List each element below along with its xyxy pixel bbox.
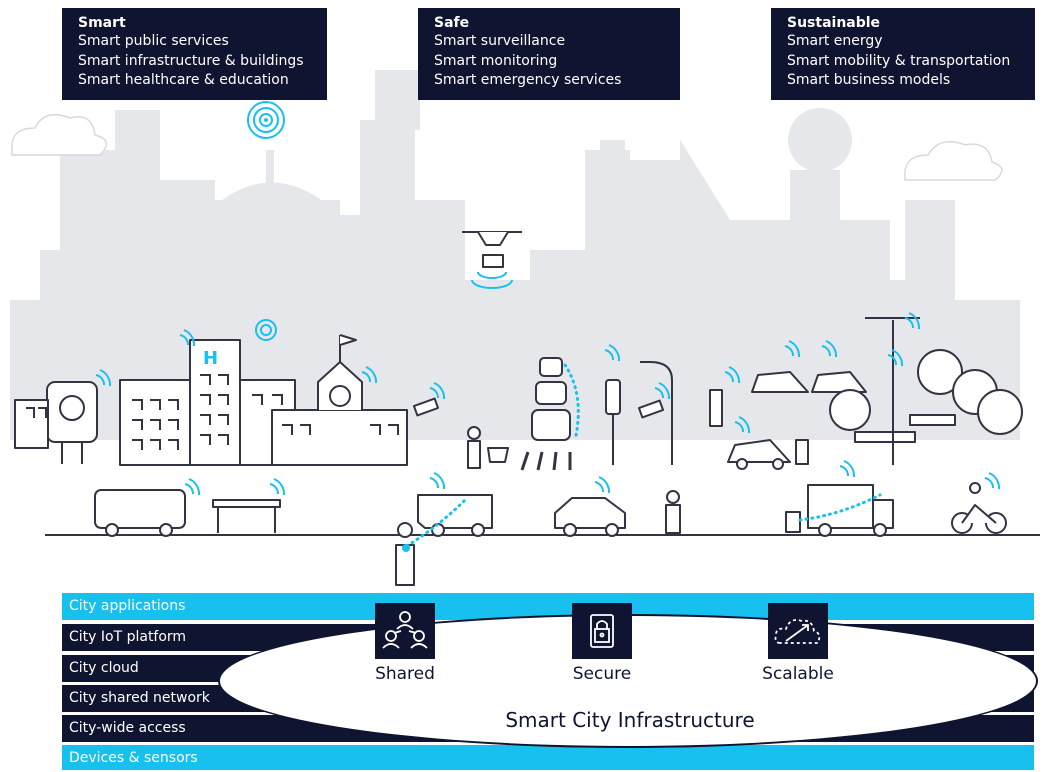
bus-icon (94, 489, 186, 537)
crosswalk-icon (520, 451, 572, 471)
security-camera-left-icon (412, 397, 440, 417)
building-windows (26, 374, 399, 450)
face-kiosk-icon (46, 381, 98, 464)
padlock-icon (590, 614, 614, 648)
traffic-light-icon (605, 379, 621, 465)
pillar-secure (572, 603, 632, 659)
cloud-right-icon (904, 140, 1003, 181)
person-device-dot (402, 544, 410, 552)
category-smart: Smart Smart public services Smart infras… (62, 8, 327, 100)
park-lamp-icon (865, 317, 920, 465)
pillar-label-scalable: Scalable (762, 664, 834, 684)
phone-person-icon (709, 389, 723, 427)
category-item: Smart energy (787, 33, 883, 49)
school-building-icon (271, 334, 408, 466)
infrastructure-title: Smart City Infrastructure (505, 708, 755, 732)
park-trees-icon (829, 349, 1023, 435)
garbage-truck-icon (807, 484, 894, 537)
cloud-growth-icon (774, 619, 821, 644)
category-item: Smart business models (787, 72, 951, 88)
category-item: Smart infrastructure & buildings (78, 52, 304, 69)
park-bench-icon (854, 414, 956, 443)
ambulance-icon (417, 494, 493, 537)
drone-icon (462, 231, 522, 268)
electric-car-icon (727, 439, 809, 470)
pillar-shared (375, 603, 435, 659)
category-item: Smart public services (78, 33, 229, 49)
pillar-label-secure: Secure (572, 664, 632, 684)
trash-bin-icon (785, 511, 801, 533)
category-safe: Safe Smart surveillance Smart monitoring… (418, 8, 680, 100)
category-item: Smart mobility & transportation (787, 52, 1011, 69)
parking-cars-icon (751, 371, 867, 393)
category-item: Smart monitoring (434, 52, 558, 69)
cloud-left-icon (11, 113, 108, 156)
data-flow-dots (405, 363, 882, 548)
security-camera-right-icon (637, 399, 665, 419)
person-with-phone-icon (395, 522, 415, 586)
category-title: Smart (78, 15, 126, 31)
cyclist-icon (951, 482, 1007, 534)
category-title: Safe (434, 15, 470, 31)
category-item: Smart healthcare & education (78, 72, 289, 88)
police-officer-icon (665, 490, 681, 534)
bus-stop-icon (212, 499, 281, 533)
parent-stroller-icon (467, 426, 509, 469)
antenna-core-icon (264, 118, 268, 122)
category-sustainable: Sustainable Smart energy Smart mobility … (771, 8, 1035, 100)
hospital-letter: H (203, 348, 218, 369)
category-item: Smart emergency services (434, 72, 622, 88)
pillar-label-shared: Shared (375, 664, 435, 684)
street-lamp-icon (640, 361, 673, 465)
category-item: Smart surveillance (434, 33, 566, 49)
police-car-icon (554, 497, 626, 537)
layer-devices-sensors: Devices & sensors (62, 745, 1034, 770)
category-title: Sustainable (787, 15, 881, 31)
pillar-scalable (768, 603, 828, 659)
wireless-signals (95, 101, 1001, 496)
traffic-cars-icon (531, 357, 571, 441)
people-network-icon (382, 611, 428, 649)
